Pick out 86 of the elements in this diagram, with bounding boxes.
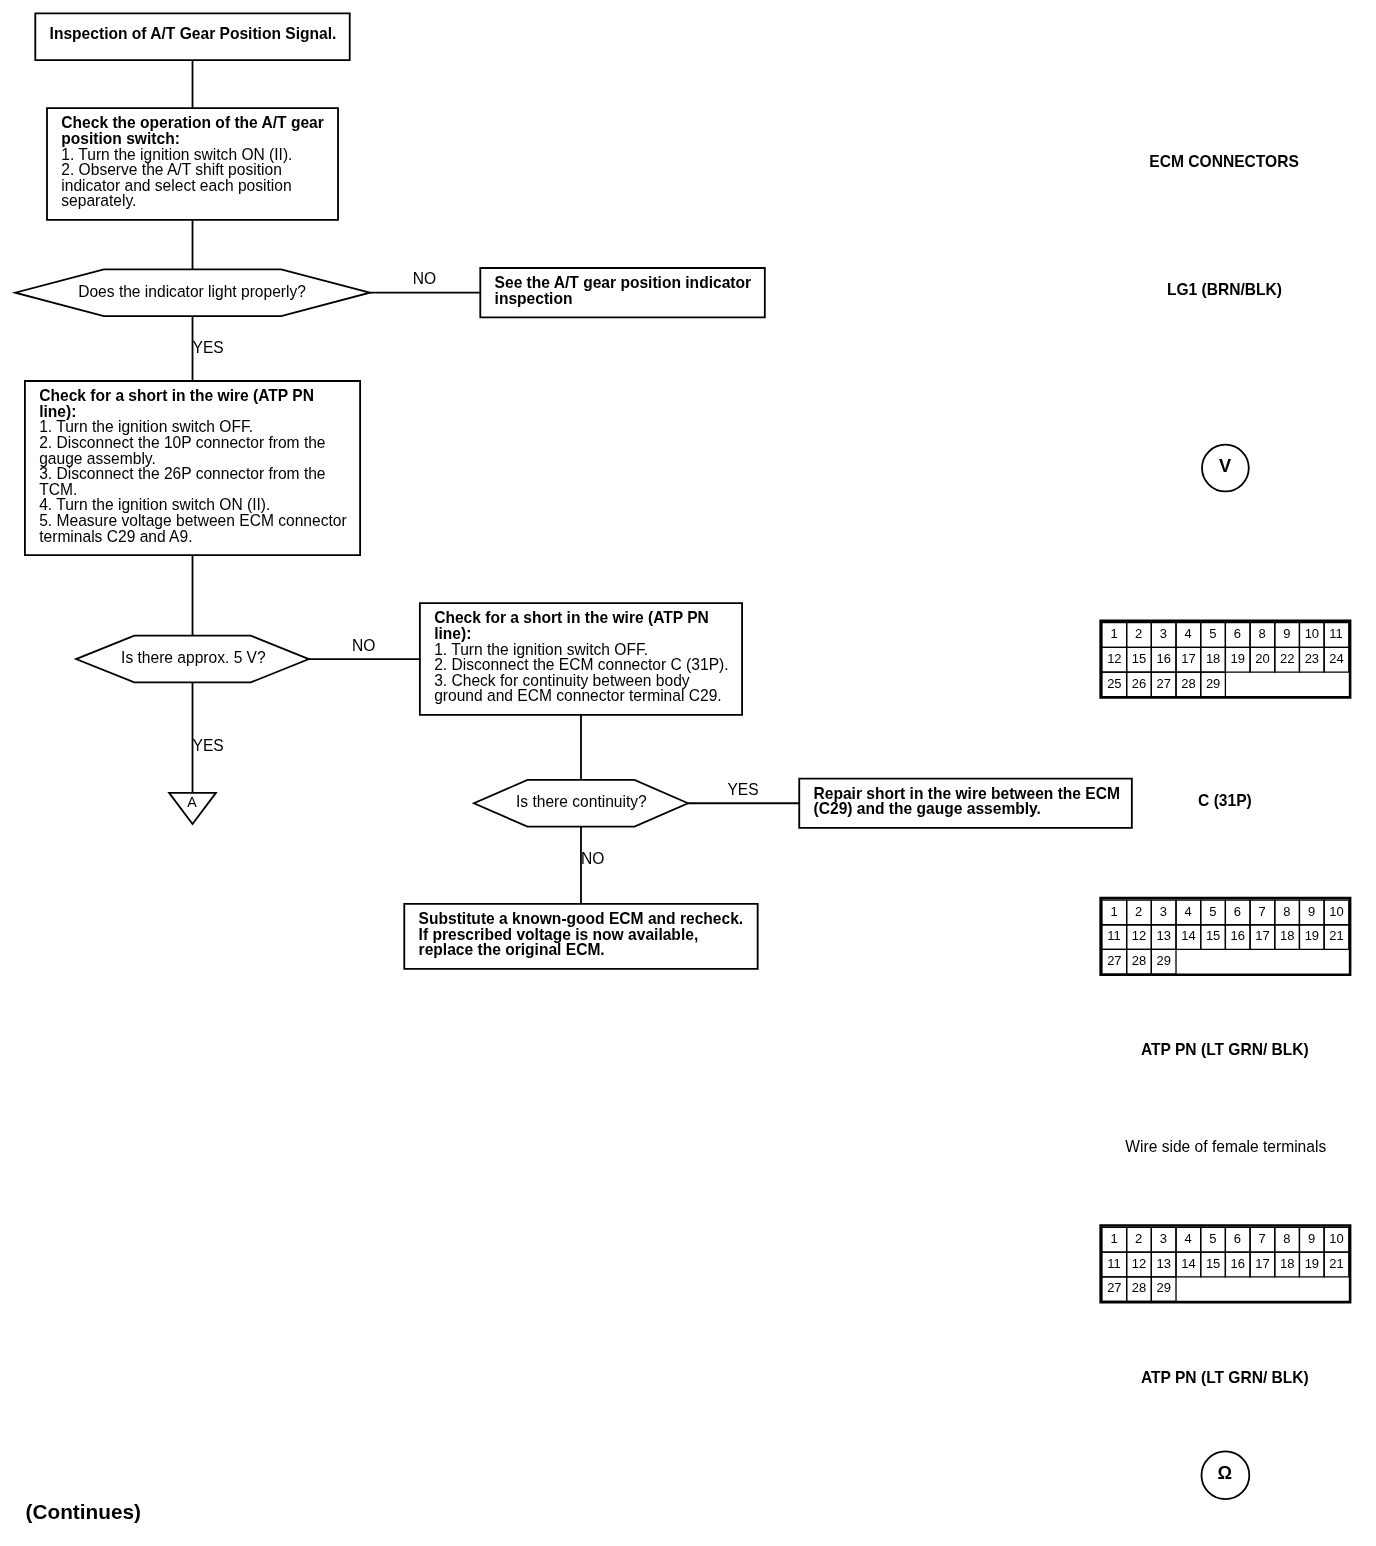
label: 11 [1106,1255,1121,1271]
label: 2 [1134,626,1142,642]
label: 9 [1282,626,1290,642]
label: 7 [1258,1231,1266,1247]
label: 11 [1328,626,1343,642]
label: 10 [1328,1231,1344,1247]
label: 1 [1109,903,1118,919]
label: 2 [1134,1231,1142,1247]
label: 20 [1254,650,1270,666]
label: 8 [1258,626,1266,642]
label: 24 [1328,650,1344,666]
label: ATP PN (LT GRN/ BLK) [1140,1041,1309,1059]
label: 2 [1134,903,1142,919]
label: 16 [1156,650,1171,666]
label: 8 [1282,1231,1290,1247]
label: 6 [1233,903,1241,919]
label: 28 [1180,675,1196,691]
label: 13 [1156,1255,1171,1271]
label: 23 [1304,650,1319,666]
label: 18 [1205,650,1220,666]
label: Wire side of female terminals [1124,1137,1326,1155]
label: 6 [1233,1231,1241,1247]
label: 27 [1106,953,1122,969]
label: 28 [1131,953,1146,969]
label: 15 [1131,650,1146,666]
label: 5 [1208,903,1216,919]
label: 11 [1106,928,1121,944]
label: 1 [1109,626,1118,642]
label: 10 [1304,626,1319,642]
label: 3 [1159,626,1167,642]
label: 10 [1328,903,1344,919]
label: 21 [1328,1255,1344,1271]
edge-label: NO [412,270,436,288]
label: ATP PN (LT GRN/ BLK) [1140,1368,1309,1386]
label: 14 [1180,928,1196,944]
label: 17 [1254,928,1270,944]
edge-label: NO [580,849,604,867]
label: 12 [1131,1255,1146,1271]
caption: (Continues) [25,1500,141,1524]
label: 22 [1279,650,1294,666]
label: 25 [1106,675,1122,691]
label: C (31P) [1197,792,1252,809]
label: 3 [1159,1231,1167,1247]
label: 12 [1131,928,1146,944]
label: 29 [1156,1280,1171,1296]
label: 8 [1282,903,1290,919]
edge-label: YES [192,339,224,357]
label: 6 [1233,626,1241,642]
label: 26 [1131,675,1146,691]
label: 18 [1279,1255,1294,1271]
label: 15 [1205,928,1220,944]
edge-label: NO [351,636,375,654]
label: 5 [1208,626,1216,642]
label: 19 [1304,928,1319,944]
label: 17 [1180,650,1196,666]
label: ECM CONNECTORS [1148,152,1299,170]
label: 27 [1106,1280,1122,1296]
label: 4 [1183,903,1192,919]
label: 28 [1131,1280,1146,1296]
label: 19 [1230,650,1245,666]
label: 18 [1279,928,1294,944]
label: 16 [1230,1255,1245,1271]
edge-label: YES [192,736,224,754]
label: 29 [1205,675,1220,691]
label: 29 [1156,953,1171,969]
label: 19 [1304,1255,1319,1271]
label: 21 [1328,928,1344,944]
label: LG1 (BRN/BLK) [1166,281,1282,299]
label: V [1218,455,1231,476]
label: 1 [1109,1231,1118,1247]
label: 12 [1106,650,1122,666]
label: 9 [1307,1231,1315,1247]
label: 16 [1230,928,1245,944]
label: 27 [1156,675,1171,691]
label: 13 [1156,928,1171,944]
label: 5 [1208,1231,1216,1247]
label: 7 [1258,903,1266,919]
label: 17 [1254,1255,1270,1271]
label: 4 [1183,1231,1192,1247]
label: 3 [1159,903,1167,919]
label: 9 [1307,903,1315,919]
label: 14 [1180,1255,1196,1271]
label: Ω [1217,1462,1232,1483]
label: 4 [1183,626,1192,642]
edge-label: YES [726,780,759,798]
label: 15 [1205,1255,1220,1271]
